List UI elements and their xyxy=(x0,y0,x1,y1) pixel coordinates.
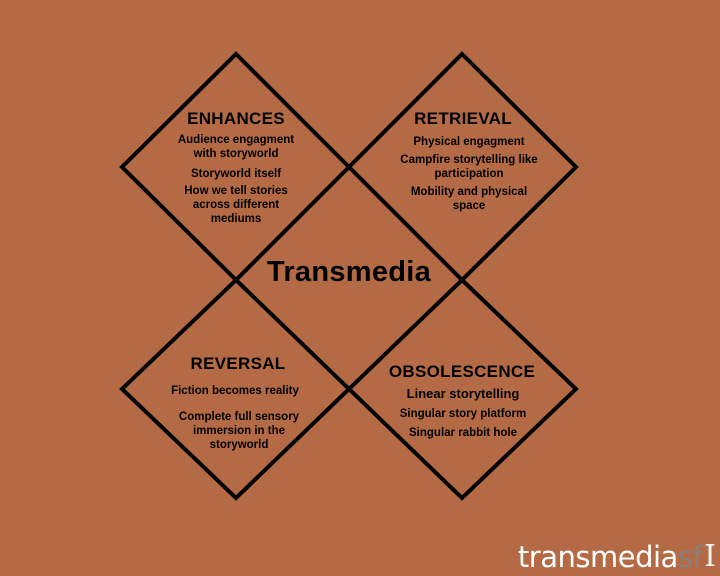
quadrant-title-retrieval: RETRIEVAL xyxy=(414,109,512,128)
diamond-obsolescence xyxy=(346,277,579,501)
logo-word: transmedia xyxy=(517,540,678,574)
item-line: storyworld xyxy=(209,439,269,451)
item-line: Complete full sensory xyxy=(178,411,300,423)
quadrant-item: Mobility and physical space xyxy=(374,185,564,213)
item-line: space xyxy=(452,200,486,212)
quadrant-item: Campfire storytelling like participation xyxy=(374,153,564,181)
center-title: Transmedia xyxy=(266,256,432,288)
diamond-reversal xyxy=(119,277,352,501)
item-line: How we tell stories xyxy=(184,185,288,197)
quadrant-item: Physical engagment xyxy=(374,135,564,149)
item-line: Campfire storytelling like xyxy=(400,154,538,166)
quadrant-item: Audience engagment with storyworld xyxy=(146,133,326,161)
quadrant-item: Storyworld itself xyxy=(146,167,326,181)
item-line: Fiction becomes reality xyxy=(171,385,299,397)
quadrant-title-reversal: REVERSAL xyxy=(190,354,286,373)
item-line: Audience engagment xyxy=(177,134,295,146)
quadrant-item: Linear storytelling xyxy=(368,387,558,401)
quadrant-item: Singular story platform xyxy=(368,407,558,421)
item-line: participation xyxy=(434,168,504,180)
item-line: Singular story platform xyxy=(399,408,527,420)
text-cursor-icon: I xyxy=(704,539,716,574)
item-line: Mobility and physical xyxy=(410,186,528,198)
logo-suffix: sf xyxy=(677,540,703,574)
item-line: mediums xyxy=(210,213,262,225)
quadrant-item: How we tell stories across different med… xyxy=(146,184,326,226)
item-line: immersion in the xyxy=(192,425,286,437)
quadrant-item: Fiction becomes reality xyxy=(140,384,330,398)
item-line: Storyworld itself xyxy=(190,168,282,180)
quadrant-title-enhances: ENHANCES xyxy=(187,109,285,128)
item-line: Physical engagment xyxy=(413,136,525,148)
quadrant-title-obsolescence: OBSOLESCENCE xyxy=(388,362,536,381)
item-line: Singular rabbit hole xyxy=(409,427,517,439)
quadrant-item: Complete full sensory immersion in the s… xyxy=(144,410,334,452)
quadrant-item: Singular rabbit hole xyxy=(368,426,558,440)
item-line: Linear storytelling xyxy=(406,386,520,401)
item-line: across different xyxy=(192,199,280,211)
item-line: with storyworld xyxy=(193,148,279,160)
